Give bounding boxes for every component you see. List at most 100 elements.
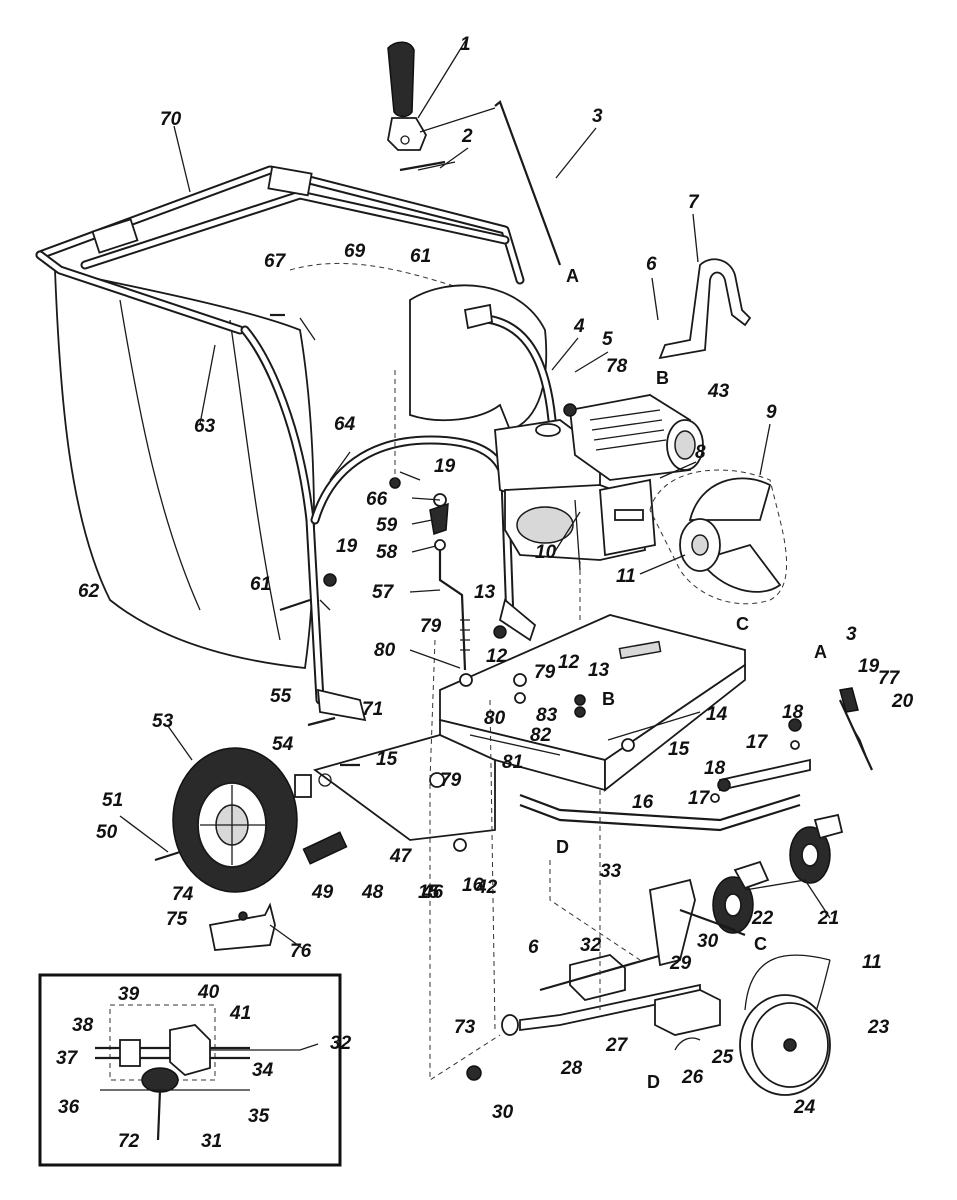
label-38: 38	[72, 1015, 94, 1036]
label-30-top: 30	[697, 931, 719, 952]
label-48: 48	[361, 882, 384, 903]
label-76: 76	[290, 941, 312, 962]
label-62: 62	[78, 581, 100, 602]
label-82: 82	[530, 725, 552, 746]
label-58: 58	[376, 542, 398, 563]
pulley-24	[739, 954, 831, 1096]
label-6-top: 6	[646, 254, 657, 275]
label-75: 75	[166, 909, 188, 930]
label-12-left: 12	[486, 646, 508, 667]
label-46: 46	[421, 882, 444, 903]
label-34: 34	[252, 1060, 274, 1081]
handle-grip-1	[387, 41, 496, 151]
label-50: 50	[96, 822, 118, 843]
collection-bag-62	[54, 268, 315, 669]
letter-c-bottom: C	[754, 934, 767, 954]
connection-letters: A A B B C C D D	[556, 266, 827, 1092]
label-32-top: 32	[580, 935, 602, 956]
label-12-right: 12	[558, 652, 580, 673]
label-20: 20	[891, 691, 914, 712]
label-21: 21	[817, 908, 839, 929]
side-plate-left	[312, 734, 496, 841]
bracket-76	[208, 902, 276, 951]
label-79-a: 79	[420, 616, 442, 637]
caster-wheel-21a	[712, 860, 770, 934]
letter-c-top: C	[736, 614, 749, 634]
label-77: 77	[878, 668, 901, 689]
label-29: 29	[669, 953, 692, 974]
label-8: 8	[695, 442, 706, 463]
label-41: 41	[229, 1003, 251, 1024]
label-9: 9	[766, 402, 777, 423]
label-30-bottom: 30	[492, 1102, 514, 1123]
label-54: 54	[272, 734, 294, 755]
label-59: 59	[376, 515, 398, 536]
label-22: 22	[751, 908, 774, 929]
label-16-bottom: 16	[462, 875, 484, 896]
label-61-left: 61	[250, 574, 271, 595]
label-63: 63	[194, 416, 216, 437]
label-55: 55	[270, 686, 292, 707]
axle-49	[294, 774, 348, 865]
letter-b-mid: B	[602, 689, 615, 709]
label-31: 31	[201, 1131, 222, 1152]
label-11-right: 11	[862, 952, 882, 973]
label-74: 74	[172, 884, 194, 905]
deck-plate-14	[439, 614, 746, 792]
label-13-right: 13	[588, 660, 610, 681]
label-19-right: 19	[858, 656, 880, 677]
label-66: 66	[366, 489, 388, 510]
label-37: 37	[56, 1048, 79, 1069]
label-25: 25	[711, 1047, 734, 1068]
label-61-top: 61	[410, 246, 431, 267]
label-39: 39	[118, 984, 140, 1005]
inset-detail-box	[38, 973, 342, 1167]
label-64: 64	[334, 414, 356, 435]
label-3-right: 3	[846, 624, 857, 645]
caster-wheel-21b	[789, 813, 844, 884]
label-40: 40	[197, 982, 220, 1003]
label-2: 2	[461, 126, 473, 147]
label-80-b: 80	[484, 708, 506, 729]
label-69: 69	[344, 241, 366, 262]
label-47: 47	[389, 846, 413, 867]
letter-d-bottom: D	[647, 1072, 660, 1092]
label-7: 7	[688, 192, 700, 213]
label-18-a: 18	[782, 702, 804, 723]
frame-rail-33	[519, 758, 811, 832]
engine-43	[494, 394, 704, 571]
label-83: 83	[536, 705, 558, 726]
letter-b-top: B	[656, 368, 669, 388]
impeller-9	[649, 469, 788, 605]
label-51: 51	[102, 790, 123, 811]
label-5: 5	[602, 329, 613, 350]
label-18-b: 18	[704, 758, 726, 779]
label-4: 4	[573, 316, 585, 337]
label-17-a: 17	[746, 732, 769, 753]
rear-wheel-53	[172, 747, 298, 893]
shift-rod-3	[417, 100, 562, 266]
label-15-right: 15	[668, 739, 690, 760]
label-10: 10	[535, 542, 557, 563]
label-49: 49	[311, 882, 334, 903]
label-14: 14	[706, 704, 728, 725]
leader-lines	[119, 39, 831, 1051]
label-11-left: 11	[616, 566, 636, 587]
label-33: 33	[600, 861, 622, 882]
label-79-b: 79	[534, 662, 556, 683]
label-73: 73	[454, 1017, 476, 1038]
label-3-top: 3	[592, 106, 603, 127]
label-42: 42	[475, 877, 498, 898]
drive-assembly	[501, 878, 736, 1051]
label-70: 70	[160, 109, 182, 130]
label-1: 1	[460, 34, 471, 55]
label-17-b: 17	[688, 788, 711, 809]
label-15-bottom: 15	[418, 882, 440, 903]
bag-frame-70	[35, 165, 525, 335]
label-28: 28	[560, 1058, 583, 1079]
belt-guard-7	[658, 258, 752, 360]
label-23: 23	[867, 1017, 890, 1038]
letter-d-mid: D	[556, 837, 569, 857]
label-24: 24	[793, 1097, 816, 1118]
